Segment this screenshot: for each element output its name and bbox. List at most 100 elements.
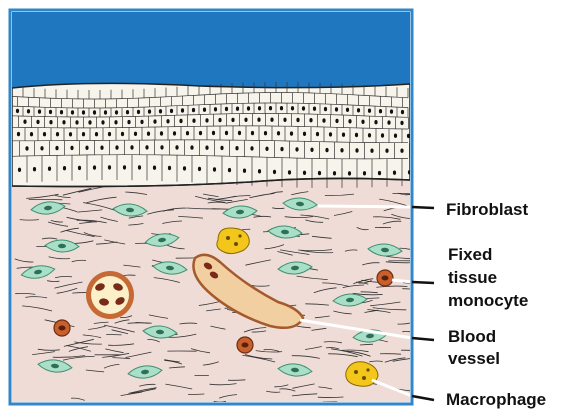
- epithelial-nucleus: [247, 106, 250, 110]
- epithelial-nucleus: [27, 109, 30, 113]
- epithelial-nucleus: [325, 148, 328, 152]
- epithelial-nucleus: [153, 166, 156, 170]
- epithelial-nucleus: [316, 132, 319, 136]
- epithelial-nucleus: [212, 131, 215, 135]
- epithelial-nucleus: [71, 110, 74, 114]
- epithelial-nucleus: [258, 106, 261, 110]
- epithelial-nucleus: [401, 110, 404, 114]
- epithelial-nucleus: [153, 119, 156, 123]
- epithelial-nucleus: [213, 167, 216, 171]
- epithelial-nucleus: [385, 149, 388, 153]
- epithelial-nucleus: [407, 134, 410, 138]
- epithelial-nucleus: [192, 108, 195, 112]
- epithelial-nucleus: [108, 132, 111, 136]
- epithelial-nucleus: [101, 120, 104, 124]
- epithelial-nucleus: [236, 107, 239, 111]
- monocyte-cell: [54, 320, 70, 336]
- blood-vessel-round: [86, 271, 134, 319]
- epithelial-nucleus: [95, 132, 98, 136]
- epithelial-nucleus: [322, 118, 325, 122]
- epithelial-nucleus: [238, 131, 241, 135]
- epithelial-nucleus: [225, 107, 228, 111]
- epithelial-nucleus: [283, 118, 286, 122]
- epithelial-nucleus: [205, 146, 208, 150]
- epithelial-nucleus: [313, 107, 316, 111]
- epithelial-nucleus: [355, 133, 358, 137]
- epithelial-nucleus: [251, 131, 254, 135]
- epithelial-nucleus: [78, 166, 81, 170]
- epithelial-nucleus: [273, 170, 276, 174]
- epithelial-nucleus: [33, 167, 36, 171]
- epithelial-nucleus: [82, 110, 85, 114]
- epithelial-nucleus: [173, 131, 176, 135]
- epithelial-nucleus: [244, 118, 247, 122]
- epithelial-nucleus: [333, 171, 336, 175]
- epithelial-nucleus: [329, 132, 332, 136]
- epithelial-nucleus: [100, 146, 103, 150]
- epithelial-nucleus: [280, 147, 283, 151]
- epithelial-nucleus: [183, 166, 186, 170]
- epithelial-nucleus: [264, 131, 267, 135]
- epithelial-nucleus: [145, 145, 148, 149]
- epithelial-nucleus: [16, 109, 19, 113]
- epithelial-nucleus: [123, 165, 126, 169]
- epithelial-nucleus: [335, 119, 338, 123]
- epithelial-nucleus: [280, 106, 283, 110]
- epithelial-nucleus: [49, 110, 52, 114]
- epithelial-nucleus: [400, 121, 403, 125]
- epithelial-nucleus: [199, 131, 202, 135]
- epithelial-nucleus: [93, 110, 96, 114]
- epithelial-nucleus: [115, 145, 118, 149]
- label-macrophage: Macrophage: [446, 390, 546, 409]
- epithelial-nucleus: [393, 171, 396, 175]
- epithelial-nucleus: [277, 131, 280, 135]
- epithelial-nucleus: [60, 110, 63, 114]
- epithelial-nucleus: [368, 133, 371, 137]
- epithelial-nucleus: [310, 148, 313, 152]
- epithelial-nucleus: [346, 108, 349, 112]
- epithelial-nucleus: [40, 146, 43, 150]
- epithelial-nucleus: [160, 131, 163, 135]
- epithelial-nucleus: [348, 171, 351, 175]
- epithelial-nucleus: [18, 168, 21, 172]
- epithelial-nucleus: [137, 110, 140, 114]
- epithelial-nucleus: [108, 165, 111, 169]
- epithelial-nucleus: [220, 146, 223, 150]
- epithelial-nucleus: [340, 148, 343, 152]
- epithelial-nucleus: [179, 119, 182, 123]
- epithelial-nucleus: [228, 168, 231, 172]
- epithelial-nucleus: [138, 165, 141, 169]
- epithelial-nucleus: [218, 118, 221, 122]
- epithelial-nucleus: [235, 146, 238, 150]
- epithelial-nucleus: [355, 148, 358, 152]
- epithelial-nucleus: [159, 109, 162, 113]
- epithelial-nucleus: [25, 146, 28, 150]
- epithelial-nucleus: [290, 131, 293, 135]
- epithelial-nucleus: [104, 110, 107, 114]
- epithelial-nucleus: [130, 145, 133, 149]
- epithelial-nucleus: [134, 132, 137, 136]
- epithelial-nucleus: [413, 121, 416, 125]
- epithelial-nucleus: [198, 167, 201, 171]
- epithelial-nucleus: [361, 120, 364, 124]
- epithelial-nucleus: [302, 106, 305, 110]
- epithelial-nucleus: [114, 120, 117, 124]
- epithelial-nucleus: [342, 133, 345, 137]
- epithelial-nucleus: [148, 109, 151, 113]
- epithelial-nucleus: [63, 166, 66, 170]
- epithelial-nucleus: [258, 169, 261, 173]
- epithelial-nucleus: [190, 145, 193, 149]
- epithelial-nucleus: [368, 109, 371, 113]
- epithelial-nucleus: [186, 131, 189, 135]
- epithelial-nucleus: [85, 146, 88, 150]
- label-fixed-tissue-monocyte-1: Fixed: [448, 245, 492, 264]
- leader-lines: [412, 207, 434, 400]
- epithelial-nucleus: [127, 120, 130, 124]
- epithelial-nucleus: [309, 118, 312, 122]
- epithelial-nucleus: [36, 120, 39, 124]
- epithelial-nucleus: [56, 132, 59, 136]
- epithelial-nucleus: [400, 149, 403, 153]
- epithelial-nucleus: [291, 106, 294, 110]
- epithelial-nucleus: [93, 165, 96, 169]
